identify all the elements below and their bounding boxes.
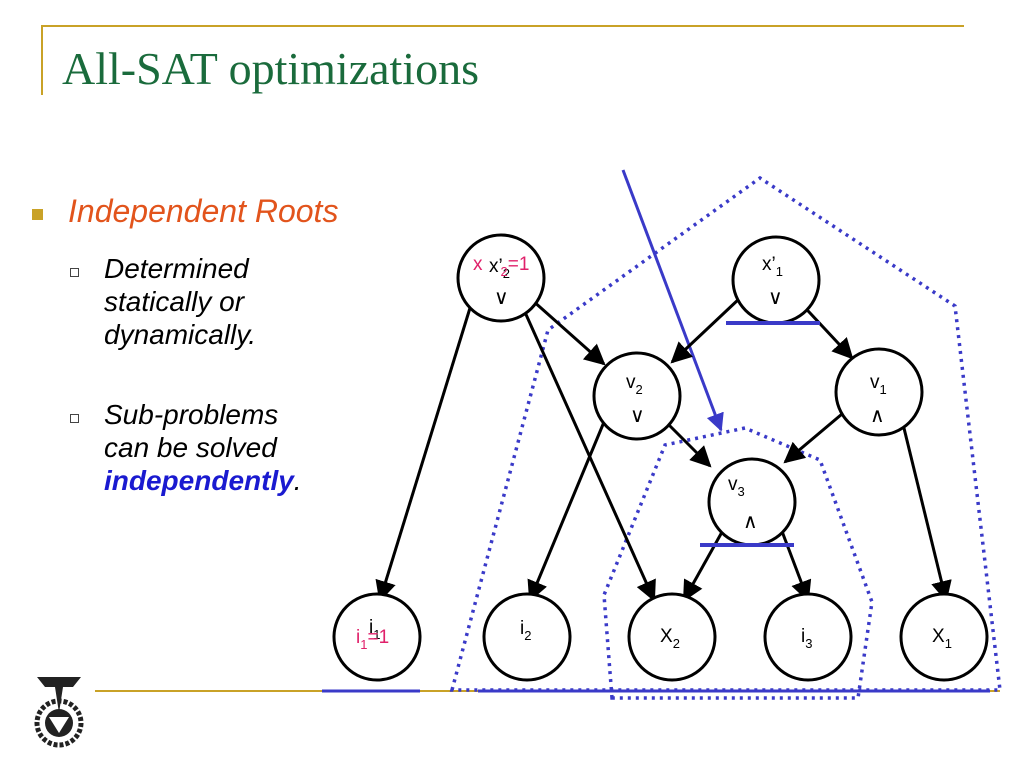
- svg-text:v1: v1: [870, 372, 887, 397]
- sub-bullet-line: statically or: [104, 286, 245, 317]
- node-subscript: 2: [524, 628, 531, 643]
- node-overlay-value: =1: [508, 254, 530, 275]
- node-v2: v2 ∨: [592, 351, 682, 441]
- node-X1: X1: [899, 592, 989, 682]
- node-subscript: 2: [503, 266, 510, 281]
- node-subscript: 1: [776, 264, 783, 279]
- left-rule: [41, 25, 43, 95]
- node-overlay-label: i: [356, 627, 360, 648]
- node-overlay-subscript: 2: [501, 264, 508, 279]
- emphasis-independently: independently: [104, 465, 294, 496]
- or-gate-icon: ∨: [630, 405, 645, 427]
- edge-v3-X2: [682, 531, 724, 602]
- edge-v1-X1: [900, 419, 952, 603]
- svg-text:x’1: x’1: [762, 254, 783, 279]
- node-i1: i1 i1=1: [332, 592, 422, 682]
- edge-v2-v3: [660, 416, 712, 468]
- edge-v3-i3: [778, 525, 812, 602]
- node-subscript: 3: [805, 636, 812, 651]
- node-v3: v3 ∧: [707, 457, 797, 547]
- top-rule: [41, 25, 964, 27]
- node-subscript: 1: [373, 627, 380, 642]
- node-i3: i3: [763, 592, 853, 682]
- node-label: x’: [489, 256, 503, 277]
- edge-v1-v3: [783, 412, 843, 464]
- node-x2p: x’2 x 2=1 ∨: [456, 233, 546, 323]
- or-gate-icon: ∨: [494, 287, 509, 309]
- node-i2: i2: [482, 592, 572, 682]
- sub-bullet-line: can be solved: [104, 432, 277, 463]
- svg-text:v2: v2: [626, 372, 643, 397]
- node-v1: v1 ∧: [834, 347, 924, 437]
- node-overlay-label: x: [473, 254, 483, 275]
- svg-text:i2: i2: [520, 618, 531, 643]
- sub-bullet-line: Sub-problems: [104, 399, 279, 430]
- svg-text:x2=1: x 2=1: [473, 254, 529, 279]
- node-label: v: [870, 372, 880, 393]
- and-gate-icon: ∧: [743, 511, 758, 533]
- node-subscript: 2: [636, 382, 643, 397]
- node-X2: X2: [627, 592, 717, 682]
- node-label: X: [660, 626, 673, 647]
- node-overlay-value: =1: [367, 627, 389, 648]
- node-label: i: [520, 618, 524, 639]
- edge-x1p-v2: [670, 296, 742, 364]
- node-label: X: [932, 626, 945, 647]
- svg-text:i3: i3: [801, 626, 812, 651]
- svg-text:X2: X2: [660, 626, 680, 651]
- node-x1p: x’1 ∨: [731, 235, 821, 325]
- svg-text:v3: v3: [728, 474, 745, 499]
- node-overlay-subscript: 1: [360, 637, 367, 652]
- edge-x2p-i1: [375, 307, 472, 603]
- edge-x2p-v2: [531, 298, 606, 366]
- sub-bullet-marker: [70, 414, 79, 423]
- sub-bullet-line: independently.: [104, 464, 384, 497]
- node-label: v: [626, 372, 636, 393]
- svg-text:x’2: x’2: [489, 256, 510, 281]
- bullet-marker: [32, 209, 43, 220]
- slide-title: All-SAT optimizations: [62, 43, 479, 94]
- node-label: x’: [762, 254, 776, 275]
- pointer-arrow: [621, 169, 724, 432]
- edge-v2-i2: [527, 421, 606, 602]
- node-subscript: 2: [673, 636, 680, 651]
- svg-text:i1=1: i1=1: [356, 627, 389, 652]
- node-subscript: 1: [945, 636, 952, 651]
- sub-bullet-line: Determined: [104, 253, 249, 284]
- svg-text:X1: X1: [932, 626, 952, 651]
- node-label: i: [369, 617, 373, 638]
- sentence-period: .: [293, 465, 302, 496]
- sub-bullet-marker: [70, 268, 79, 277]
- or-gate-icon: ∨: [768, 287, 783, 309]
- node-subscript: 3: [738, 484, 745, 499]
- node-subscript: 1: [880, 382, 887, 397]
- svg-text:i1: i1: [369, 617, 380, 642]
- sub-bullet-subproblems: Sub-problems can be solved independently…: [104, 398, 384, 497]
- sub-bullet-determined: Determined statically or dynamically.: [104, 252, 384, 351]
- node-label: i: [801, 626, 805, 647]
- sub-bullet-line: dynamically.: [104, 319, 256, 350]
- node-label: v: [728, 474, 738, 495]
- inner-partition-outline: [602, 426, 874, 700]
- and-gate-icon: ∧: [870, 405, 885, 427]
- bullet-independent-roots: Independent Roots: [68, 193, 339, 229]
- university-logo-icon: [34, 677, 84, 748]
